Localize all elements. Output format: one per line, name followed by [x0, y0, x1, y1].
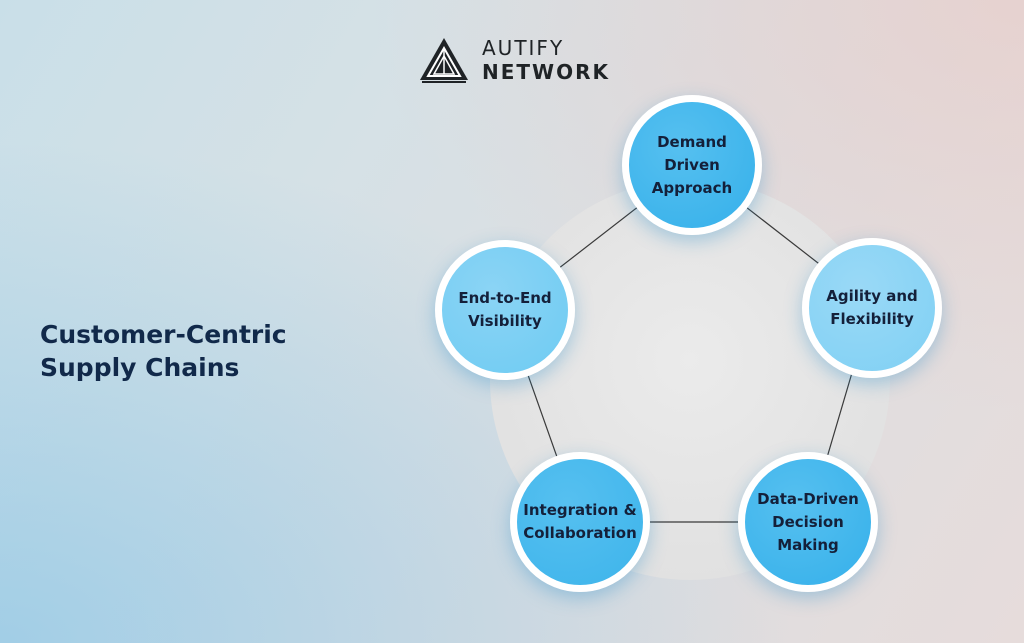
- node-integration: Integration & Collaboration: [510, 452, 650, 592]
- node-label: Demand Driven Approach: [651, 132, 733, 197]
- node-agility: Agility and Flexibility: [802, 238, 942, 378]
- node-label: Integration & Collaboration: [523, 501, 637, 542]
- node-visibility: End-to-End Visibility: [435, 240, 575, 380]
- node-label: End-to-End Visibility: [458, 289, 552, 330]
- node-demand-driven: Demand Driven Approach: [622, 95, 762, 235]
- page-title-line2: Supply Chains: [40, 353, 240, 382]
- triangle-logo-icon: [420, 38, 468, 83]
- brand-name-line1: AUTIFY: [482, 36, 565, 60]
- page-title: Customer-Centric Supply Chains: [40, 318, 360, 384]
- brand-name: AUTIFY NETWORK: [482, 38, 610, 82]
- node-label: Data-Driven Decision Making: [757, 489, 859, 554]
- page-title-line1: Customer-Centric: [40, 320, 287, 349]
- brand-logo: AUTIFY NETWORK: [418, 36, 610, 84]
- node-label: Agility and Flexibility: [826, 287, 918, 328]
- brand-name-line2: NETWORK: [482, 60, 611, 84]
- node-data-driven: Data-Driven Decision Making: [738, 452, 878, 592]
